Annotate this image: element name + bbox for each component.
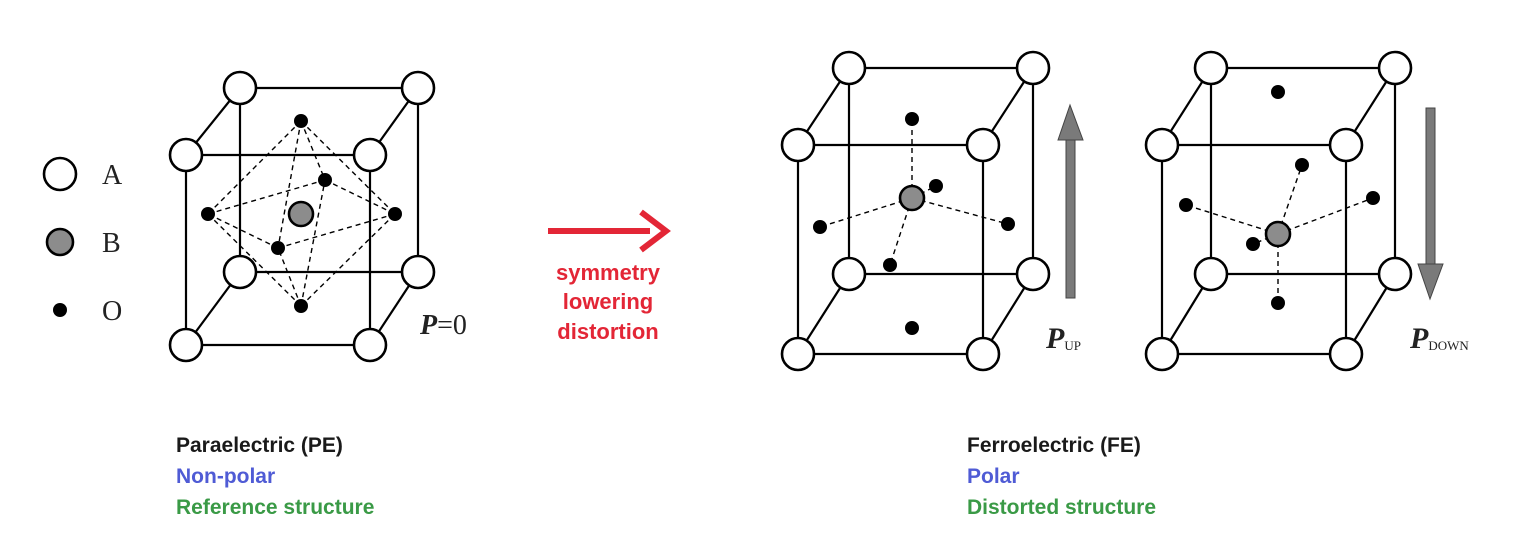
fe-up-polarization-label: PUP: [1045, 322, 1081, 355]
paraelectric-cell: P=0: [168, 70, 467, 363]
fe-caption: Ferroelectric (FE) Polar Distorted struc…: [967, 430, 1156, 523]
oxygen-atom: [294, 114, 308, 128]
legend-atom-o-icon: [53, 303, 67, 317]
b-atom-displaced-down: [1264, 220, 1292, 248]
oxygen-atom: [1179, 198, 1193, 212]
oxygen-atom: [271, 241, 285, 255]
oxygen-atom: [1246, 237, 1260, 251]
legend-atom-b-icon: [45, 227, 75, 257]
a-atom: [965, 336, 1001, 372]
oxygen-atom: [318, 173, 332, 187]
a-atom: [400, 70, 436, 106]
pe-caption: Paraelectric (PE) Non-polar Reference st…: [176, 430, 374, 523]
a-atom: [1144, 127, 1180, 163]
legend-atom-a-icon: [42, 156, 78, 192]
ferroelectric-down-cell: PDOWN: [1144, 50, 1469, 372]
oxygen-atom: [388, 207, 402, 221]
oxygen-octahedron: [207, 120, 396, 307]
a-atom: [965, 127, 1001, 163]
oxygen-atom: [883, 258, 897, 272]
pe-caption-title: Paraelectric (PE): [176, 434, 343, 457]
b-atom-displaced-up: [898, 184, 926, 212]
legend-item-o: O: [53, 296, 122, 327]
b-atom-center: [287, 200, 315, 228]
oxygen-atom: [905, 112, 919, 126]
a-atom: [780, 127, 816, 163]
legend-item-b: B: [45, 227, 121, 259]
legend-label-b: B: [102, 228, 121, 259]
a-atom: [352, 327, 388, 363]
oxygen-atom: [201, 207, 215, 221]
fe-caption-structure: Distorted structure: [967, 496, 1157, 519]
fe-up-a-atoms: [780, 50, 1051, 372]
a-atom: [1015, 256, 1051, 292]
legend-label-a: A: [102, 160, 123, 191]
fe-down-cube-edges: [1160, 66, 1397, 356]
a-atom: [1377, 256, 1413, 292]
polarization-down-arrow-icon: [1417, 107, 1444, 301]
a-atom: [168, 327, 204, 363]
a-atom: [222, 70, 258, 106]
ferroelectric-up-cell: PUP: [780, 50, 1084, 372]
pe-caption-structure: Reference structure: [176, 496, 375, 519]
oxygen-atom: [1366, 191, 1380, 205]
fe-caption-title: Ferroelectric (FE): [967, 434, 1141, 457]
transition: symmetry lowering distortion: [548, 209, 671, 344]
a-atoms: [168, 70, 436, 363]
a-atom: [831, 50, 867, 86]
a-atom: [1377, 50, 1413, 86]
oxygen-atom: [1271, 296, 1285, 310]
transition-arrow-icon: [639, 209, 671, 253]
oxygen-atom: [813, 220, 827, 234]
oxygen-atom: [1001, 217, 1015, 231]
polarization-up-arrow-icon: [1057, 103, 1084, 299]
legend-item-a: A: [42, 156, 123, 192]
a-atom: [1328, 127, 1364, 163]
a-atom: [1015, 50, 1051, 86]
a-atom: [400, 254, 436, 290]
a-atom: [1193, 50, 1229, 86]
fe-up-oxygen-atoms: [813, 112, 1015, 335]
oxygen-atom: [905, 321, 919, 335]
a-atom: [780, 336, 816, 372]
transition-label-line1: symmetry: [556, 260, 661, 285]
pe-polarization-label: P=0: [419, 310, 467, 341]
transition-label-line3: distortion: [557, 319, 658, 344]
fe-up-cube-edges: [796, 66, 1035, 356]
fe-caption-property: Polar: [967, 465, 1020, 488]
oxygen-atoms: [201, 114, 402, 313]
fe-down-polarization-label: PDOWN: [1409, 322, 1469, 355]
oxygen-atom: [929, 179, 943, 193]
a-atom: [1328, 336, 1364, 372]
a-atom: [168, 137, 204, 173]
a-atom: [1193, 256, 1229, 292]
pe-caption-property: Non-polar: [176, 465, 276, 488]
legend: A B O: [42, 156, 123, 327]
a-atom: [831, 256, 867, 292]
a-atom: [1144, 336, 1180, 372]
legend-label-o: O: [102, 296, 122, 327]
a-atom: [222, 254, 258, 290]
transition-label-line2: lowering: [563, 289, 653, 314]
oxygen-atom: [1295, 158, 1309, 172]
fe-down-a-atoms: [1144, 50, 1413, 372]
oxygen-atom: [294, 299, 308, 313]
oxygen-atom: [1271, 85, 1285, 99]
fe-down-oxygen-atoms: [1179, 85, 1380, 310]
a-atom: [352, 137, 388, 173]
